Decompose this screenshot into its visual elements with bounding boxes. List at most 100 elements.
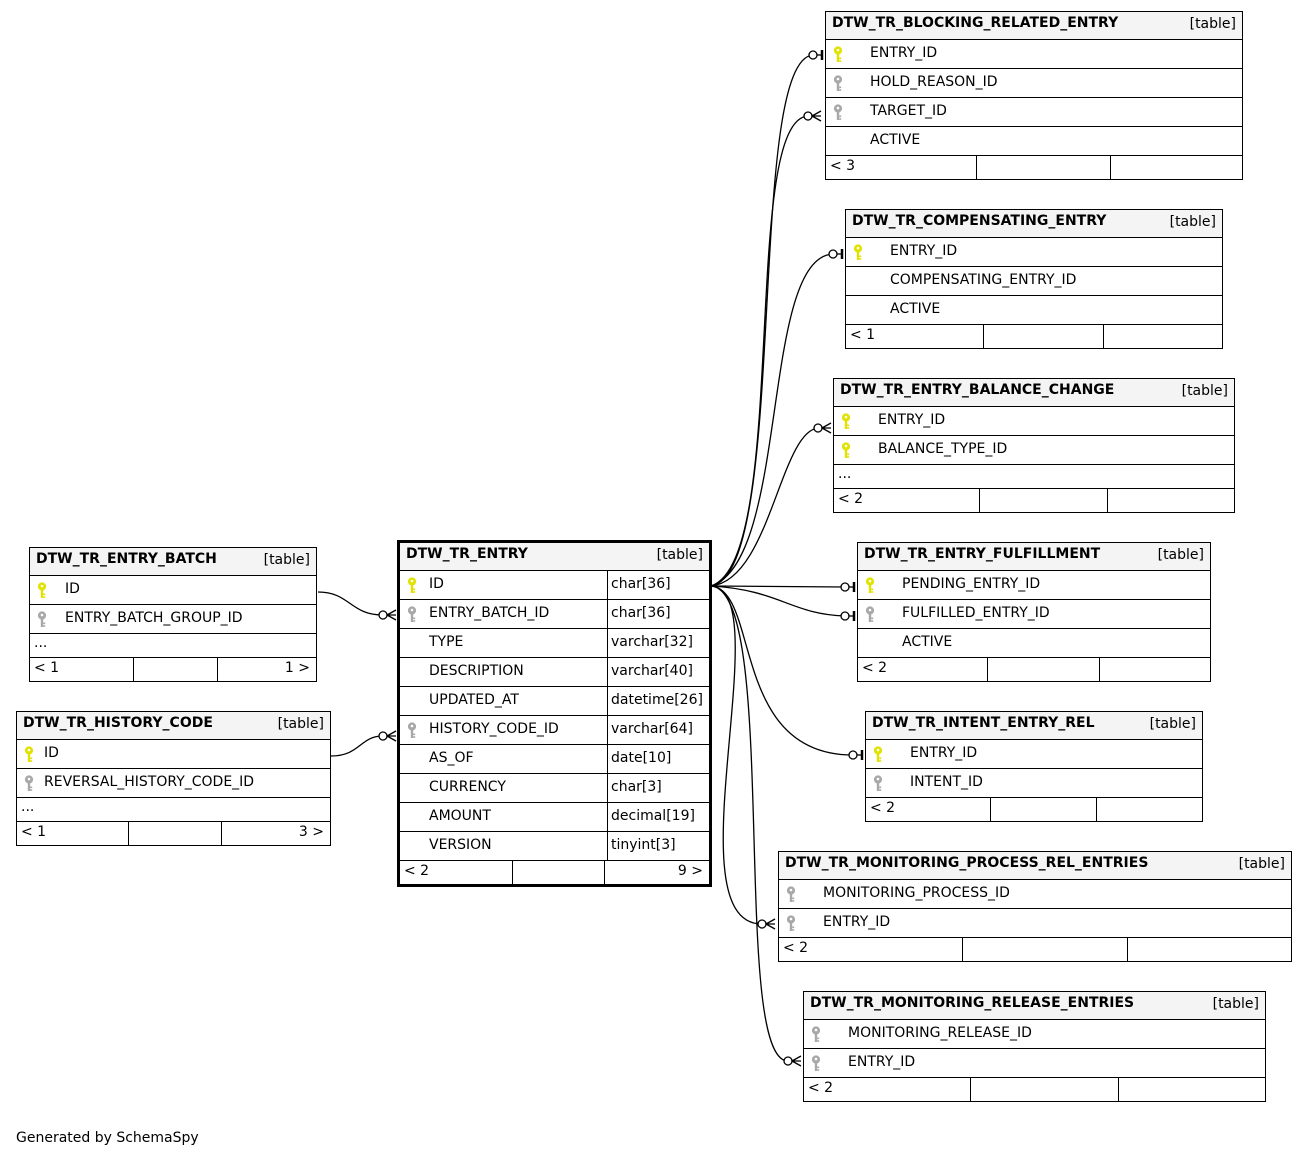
column-row[interactable]: ENTRY_ID xyxy=(804,1049,1265,1078)
primary-key-icon xyxy=(841,413,851,429)
column-row[interactable]: ID xyxy=(17,740,330,769)
table-footer: < 2 xyxy=(866,798,1202,821)
footer-divider xyxy=(990,798,991,821)
crows-foot-marker xyxy=(811,110,822,122)
primary-key-icon xyxy=(853,244,863,260)
parents-count[interactable]: < 1 xyxy=(21,824,47,840)
table-footer: < 1 1 > xyxy=(30,658,316,681)
primary-key-icon xyxy=(873,746,883,762)
table-type-label: [table] xyxy=(277,716,324,732)
footer-divider xyxy=(128,822,129,845)
more-columns-row[interactable]: ... xyxy=(17,798,330,822)
table-dtw-tr-entry-fulfillment[interactable]: DTW_TR_ENTRY_FULFILLMENT[table]PENDING_E… xyxy=(857,542,1211,682)
table-type-label: [table] xyxy=(1189,16,1236,32)
column-row[interactable]: HOLD_REASON_ID xyxy=(826,69,1242,98)
column-row[interactable]: ID xyxy=(30,576,316,605)
parents-count[interactable]: < 1 xyxy=(850,327,876,343)
column-row[interactable]: ENTRY_BATCH_GROUP_ID xyxy=(30,605,316,634)
foreign-key-icon xyxy=(811,1055,821,1071)
table-header: DTW_TR_ENTRY_BALANCE_CHANGE[table] xyxy=(834,379,1234,407)
column-row[interactable]: TYPE varchar[32] xyxy=(400,629,709,658)
column-row[interactable]: COMPENSATING_ENTRY_ID xyxy=(846,267,1222,296)
footer-divider xyxy=(217,658,218,681)
table-dtw-tr-intent-entry-rel[interactable]: DTW_TR_INTENT_ENTRY_REL[table] ENTRY_ID IN… xyxy=(865,711,1203,822)
parents-count[interactable]: < 2 xyxy=(404,863,430,879)
column-row[interactable]: PENDING_ENTRY_ID xyxy=(858,571,1210,600)
foreign-key-icon xyxy=(786,915,796,931)
foreign-key-icon xyxy=(865,606,875,622)
column-type: varchar[32] xyxy=(611,634,693,650)
footer-divider xyxy=(1110,156,1111,179)
table-header: DTW_TR_COMPENSATING_ENTRY[table] xyxy=(846,210,1222,238)
column-row[interactable]: TARGET_ID xyxy=(826,98,1242,127)
parents-count[interactable]: < 2 xyxy=(862,660,888,676)
table-footer: < 2 xyxy=(834,489,1234,512)
children-count[interactable]: 1 > xyxy=(284,660,310,676)
footer-divider xyxy=(983,325,984,348)
footer-divider xyxy=(979,489,980,512)
table-dtw-tr-monitoring-release-entries[interactable]: DTW_TR_MONITORING_RELEASE_ENTRIES[table]… xyxy=(803,991,1266,1102)
column-name: VERSION xyxy=(429,837,492,853)
column-name: MONITORING_RELEASE_ID xyxy=(848,1025,1032,1041)
table-dtw-tr-blocking-related-entry[interactable]: DTW_TR_BLOCKING_RELATED_ENTRY[table]ENTR… xyxy=(825,11,1243,180)
column-divider xyxy=(607,745,608,773)
column-row[interactable]: ENTRY_ID xyxy=(834,407,1234,436)
column-row[interactable]: MONITORING_PROCESS_ID xyxy=(779,880,1291,909)
primary-key-icon xyxy=(833,46,843,62)
footer-divider xyxy=(133,658,134,681)
parents-count[interactable]: < 1 xyxy=(34,660,60,676)
table-dtw-tr-compensating-entry[interactable]: DTW_TR_COMPENSATING_ENTRY[table]ENTRY_ID… xyxy=(845,209,1223,349)
parents-count[interactable]: < 2 xyxy=(838,491,864,507)
column-row[interactable]: BALANCE_TYPE_ID xyxy=(834,436,1234,465)
crows-foot-marker xyxy=(386,730,397,742)
parents-count[interactable]: < 3 xyxy=(830,158,856,174)
column-name: ENTRY_ID xyxy=(848,1054,916,1070)
children-count[interactable]: 9 > xyxy=(677,863,703,879)
column-row[interactable]: ENTRY_ID xyxy=(779,909,1291,938)
column-row[interactable]: ENTRY_ID xyxy=(826,40,1242,69)
column-row[interactable]: ENTRY_ID xyxy=(866,740,1202,769)
parents-count[interactable]: < 2 xyxy=(870,800,896,816)
column-name: ID xyxy=(65,581,80,597)
table-dtw-tr-monitoring-process-rel-entries[interactable]: DTW_TR_MONITORING_PROCESS_REL_ENTRIES[ta… xyxy=(778,851,1292,962)
more-columns-row[interactable]: ... xyxy=(30,634,316,658)
table-footer: < 1 xyxy=(846,325,1222,348)
column-row[interactable]: ENTRY_ID xyxy=(846,238,1222,267)
column-name: TYPE xyxy=(429,634,464,650)
table-dtw-tr-entry-balance-change[interactable]: DTW_TR_ENTRY_BALANCE_CHANGE[table] ENTRY_… xyxy=(833,378,1235,513)
column-row[interactable]: INTENT_ID xyxy=(866,769,1202,798)
column-row[interactable]: ACTIVE xyxy=(846,296,1222,325)
column-name: ENTRY_ID xyxy=(878,412,946,428)
footer-divider xyxy=(962,938,963,961)
parents-count[interactable]: < 2 xyxy=(808,1080,834,1096)
column-name: INTENT_ID xyxy=(910,774,983,790)
crows-foot-marker xyxy=(765,918,776,930)
column-name: BALANCE_TYPE_ID xyxy=(878,441,1008,457)
children-count[interactable]: 3 > xyxy=(298,824,324,840)
more-columns-row[interactable]: ... xyxy=(834,465,1234,489)
column-row[interactable]: ACTIVE xyxy=(858,629,1210,658)
column-name: AMOUNT xyxy=(429,808,491,824)
table-name: DTW_TR_ENTRY_FULFILLMENT xyxy=(864,546,1101,562)
column-name: HISTORY_CODE_ID xyxy=(429,721,559,737)
column-row[interactable]: MONITORING_RELEASE_ID xyxy=(804,1020,1265,1049)
column-row[interactable]: FULFILLED_ENTRY_ID xyxy=(858,600,1210,629)
column-row[interactable]: ACTIVE xyxy=(826,127,1242,156)
table-header: DTW_TR_INTENT_ENTRY_REL[table] xyxy=(866,712,1202,740)
column-divider xyxy=(607,600,608,628)
column-name: ENTRY_ID xyxy=(910,745,978,761)
parents-count[interactable]: < 2 xyxy=(783,940,809,956)
column-row[interactable]: REVERSAL_HISTORY_CODE_ID xyxy=(17,769,330,798)
